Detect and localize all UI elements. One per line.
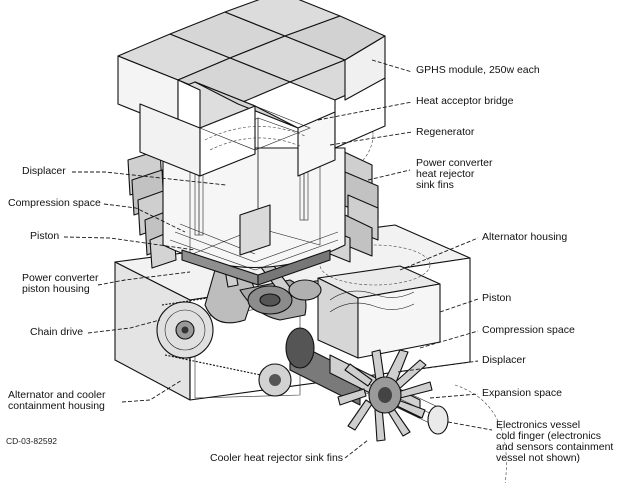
label-gphs-module: GPHS module, 250w each: [416, 64, 540, 76]
leader-lines: [63, 59, 493, 459]
label-power-converter-fins: Power converter heat rejector sink fins: [416, 157, 493, 191]
label-power-converter-piston-housing: Power converter piston housing: [22, 272, 99, 295]
label-alternator-housing: Alternator housing: [482, 231, 568, 243]
label-heat-acceptor-bridge: Heat acceptor bridge: [416, 95, 514, 107]
label-displacer-right: Displacer: [482, 354, 526, 366]
label-alternator-cooler-housing: Alternator and cooler containment housin…: [8, 389, 106, 412]
label-cooler-fins: Cooler heat rejector sink fins: [210, 452, 344, 464]
power-converter-fins-left: [127, 149, 177, 269]
alternator-housing-box: [317, 265, 441, 359]
label-compression-space-left: Compression space: [8, 197, 101, 209]
label-displacer-left: Displacer: [22, 165, 66, 177]
label-piston-right: Piston: [482, 292, 512, 304]
label-compression-space-right: Compression space: [482, 324, 575, 336]
cooler-assembly: [285, 327, 507, 483]
gphs-modules: [117, 0, 386, 177]
label-expansion-space: Expansion space: [482, 387, 562, 399]
label-regenerator: Regenerator: [416, 126, 475, 138]
label-electronics-vessel: Electronics vessel cold finger (electron…: [496, 419, 614, 464]
label-chain-drive: Chain drive: [30, 326, 84, 338]
diagram-id: CD-03-82592: [6, 436, 58, 446]
label-piston-left: Piston: [30, 230, 60, 242]
